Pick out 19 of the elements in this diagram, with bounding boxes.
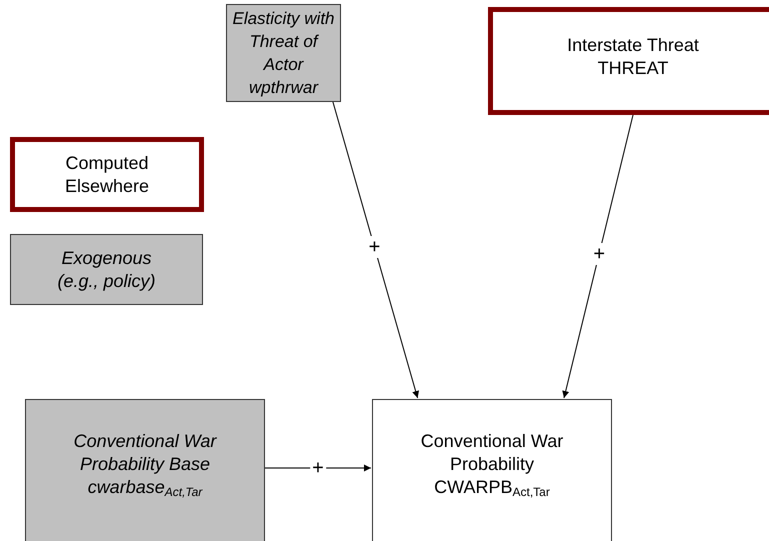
arrow xyxy=(332,102,420,398)
computed-variable-box xyxy=(10,137,204,212)
exogenous-variable-box xyxy=(10,234,203,305)
arrow xyxy=(264,464,372,472)
exogenous-variable-box xyxy=(25,399,265,541)
edge-label: + xyxy=(591,242,608,265)
edge-label: + xyxy=(366,236,382,258)
variable-box xyxy=(372,399,612,541)
variable-name: Conventional War Probability xyxy=(420,430,564,476)
variable-name: Exogenous (e.g., policy) xyxy=(56,246,157,292)
arrow xyxy=(562,114,634,398)
variable-symbol: cwarbase$_{Act,Tar}$ xyxy=(88,476,202,499)
exogenous-variable-box xyxy=(226,4,341,102)
computed-variable-box xyxy=(488,7,769,115)
variable-symbol: THREAT xyxy=(598,57,668,80)
variable-symbol: CWARPB$_{Act,Tar}$ xyxy=(434,476,550,499)
variable-symbol: wpthrwar xyxy=(249,77,318,99)
variable-name: Computed Elsewhere xyxy=(64,152,150,198)
variable-name: Interstate Threat xyxy=(567,34,699,57)
